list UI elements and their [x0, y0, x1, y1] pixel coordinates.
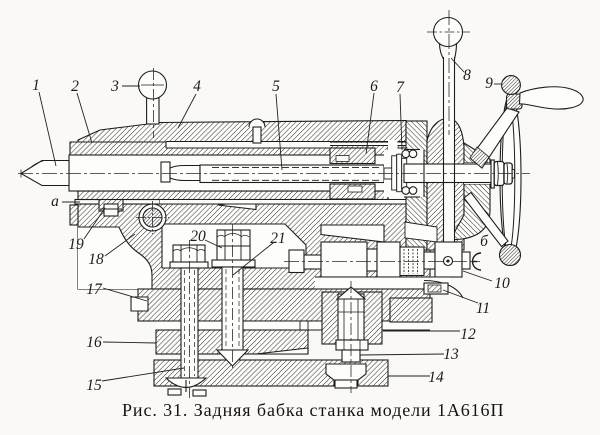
svg-text:4: 4: [193, 78, 201, 95]
svg-text:17: 17: [86, 281, 103, 298]
svg-text:1: 1: [32, 77, 40, 94]
svg-text:б: б: [480, 233, 489, 250]
svg-text:18: 18: [88, 251, 104, 268]
svg-text:14: 14: [428, 369, 444, 386]
svg-text:5: 5: [272, 78, 280, 95]
svg-text:20: 20: [190, 228, 206, 245]
svg-text:10: 10: [494, 275, 510, 292]
svg-text:19: 19: [68, 236, 84, 253]
svg-text:16: 16: [86, 334, 102, 351]
svg-text:Рис. 31. Задняя бабка станка м: Рис. 31. Задняя бабка станка модели 1А61…: [122, 400, 504, 420]
svg-text:21: 21: [270, 230, 286, 247]
svg-text:2: 2: [71, 78, 79, 95]
svg-text:9: 9: [485, 75, 493, 92]
svg-text:а: а: [51, 193, 59, 210]
svg-text:15: 15: [86, 377, 102, 394]
svg-text:11: 11: [476, 300, 490, 317]
svg-text:6: 6: [370, 78, 378, 95]
svg-text:13: 13: [443, 346, 459, 363]
svg-text:12: 12: [460, 326, 476, 343]
svg-text:7: 7: [396, 79, 405, 96]
svg-text:8: 8: [463, 67, 471, 84]
svg-text:3: 3: [110, 78, 119, 95]
